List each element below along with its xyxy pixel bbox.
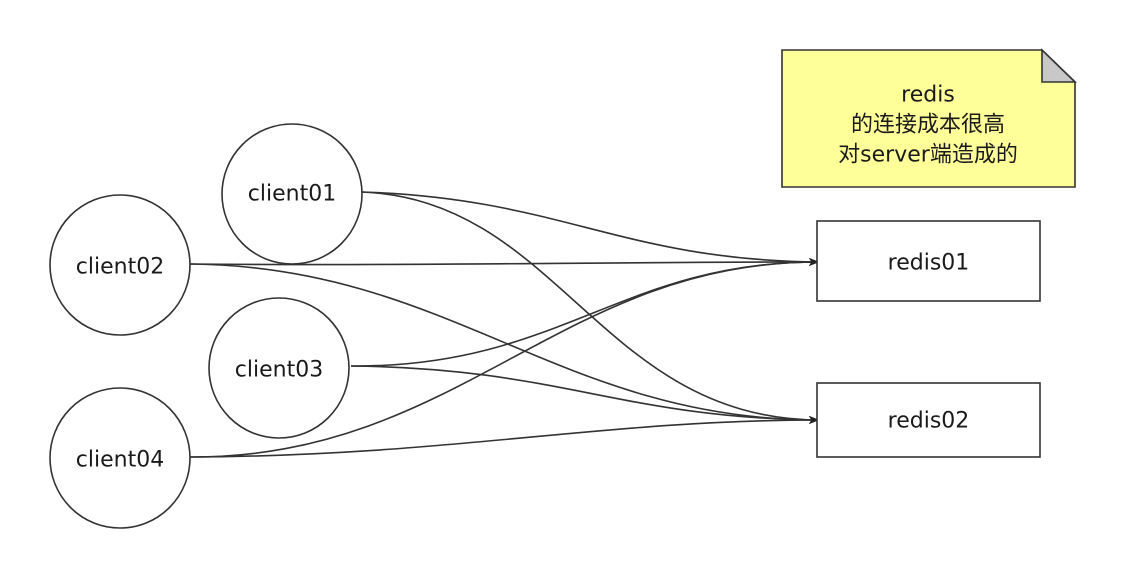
edge-client03-redis01[interactable]: [350, 258, 819, 367]
client-label: client03: [235, 358, 323, 383]
client-node-client03[interactable]: client03: [208, 297, 350, 439]
note-line-2: 的连接成本很高: [851, 113, 1005, 138]
edge-client02-redis02[interactable]: [189, 263, 819, 424]
edge-client02-redis01[interactable]: [189, 258, 819, 267]
client-node-client04[interactable]: client04: [49, 387, 191, 529]
sticky-note[interactable]: redis 的连接成本很高 对server端造成的: [781, 48, 1077, 188]
client-label: client02: [76, 255, 164, 280]
server-node-redis02[interactable]: redis02: [816, 382, 1041, 458]
edge-client01-redis01[interactable]: [361, 191, 819, 266]
note-fold-icon: [1041, 48, 1077, 83]
server-node-redis01[interactable]: redis01: [816, 220, 1041, 302]
client-node-client01[interactable]: client01: [221, 123, 363, 265]
note-line-3: 对server端造成的: [838, 143, 1018, 168]
edges: [189, 191, 819, 458]
client-label: client04: [76, 448, 164, 473]
client-node-client02[interactable]: client02: [49, 194, 191, 336]
note-line-1: redis: [901, 83, 955, 108]
edge-client04-redis02[interactable]: [189, 416, 819, 458]
edge-client01-redis02[interactable]: [361, 191, 819, 424]
edge-client03-redis02[interactable]: [350, 365, 819, 424]
server-label: redis02: [888, 409, 970, 434]
edge-client04-redis01[interactable]: [189, 258, 819, 458]
client-label: client01: [248, 182, 336, 207]
server-label: redis01: [888, 251, 970, 276]
